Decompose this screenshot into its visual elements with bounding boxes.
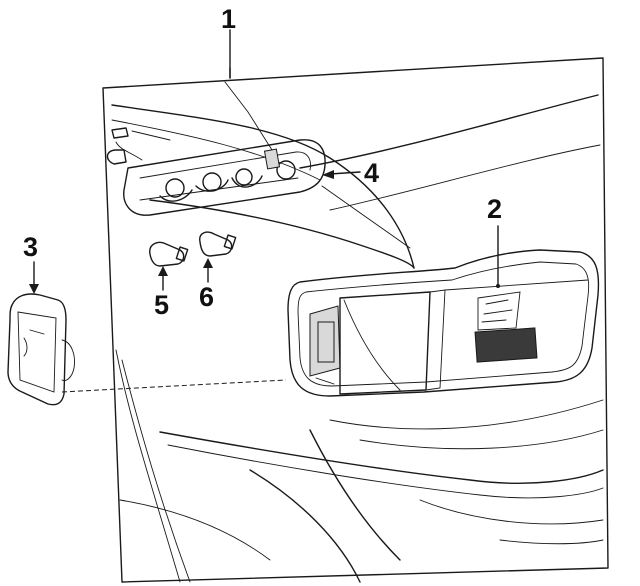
callout-3: 3 — [23, 232, 38, 262]
car-body-outline — [111, 94, 604, 583]
tail-lamp-assembly — [287, 249, 600, 397]
side-marker-lamp — [7, 261, 75, 406]
callout-5: 5 — [154, 290, 169, 320]
socket-wire-harness — [106, 127, 326, 216]
callout-6: 6 — [199, 282, 214, 312]
bulb-5 — [149, 241, 189, 291]
callout-2-leader — [496, 225, 500, 288]
callout-4-leader — [321, 170, 411, 249]
bulb-6 — [199, 231, 237, 283]
callout-1-leader — [224, 29, 273, 151]
marker-install-line — [61, 379, 287, 393]
callout-4: 4 — [364, 158, 379, 188]
callout-1: 1 — [221, 4, 236, 34]
assembly-frame — [102, 57, 609, 583]
callout-2: 2 — [487, 194, 502, 224]
